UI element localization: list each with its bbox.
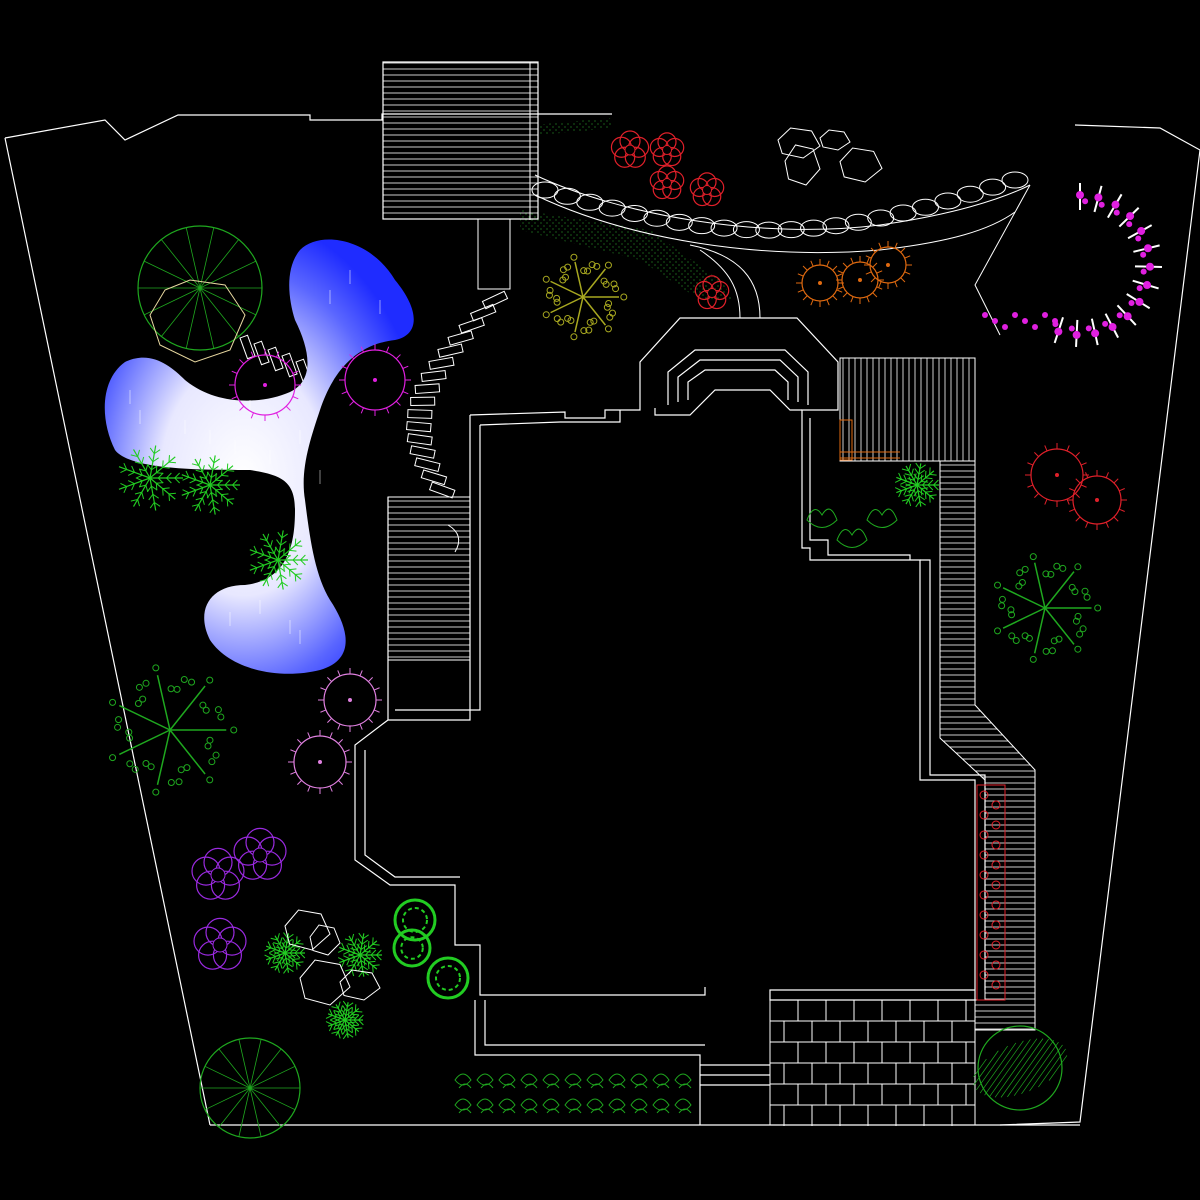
shrub-icon	[630, 1073, 648, 1089]
shrub-icon	[392, 928, 432, 968]
flower-icon	[233, 827, 287, 880]
shrub-icon	[630, 1098, 648, 1114]
shrub-icon	[426, 956, 470, 1000]
rock-icon	[339, 969, 381, 1001]
flower-icon	[193, 917, 247, 970]
flower-icon	[191, 847, 245, 900]
circular-pergola	[974, 183, 1163, 347]
garden-pond	[104, 239, 414, 674]
palm-icon	[181, 455, 240, 515]
palm-icon	[337, 932, 382, 978]
flower-icon	[649, 165, 685, 200]
shrub-icon	[586, 1073, 604, 1089]
shrub-icon	[1067, 470, 1127, 530]
flower-icon	[610, 130, 650, 168]
shrub-icon	[608, 1098, 626, 1114]
shrub-icon	[520, 1098, 538, 1114]
shrub-icon	[652, 1098, 670, 1114]
lawn-strip	[520, 118, 735, 300]
flower-icon	[649, 132, 685, 167]
shrub-icon	[520, 1073, 538, 1089]
shrub-icon	[564, 1073, 582, 1089]
shrub-icon	[542, 1073, 560, 1089]
shrub-icon	[454, 1073, 472, 1089]
shrub-icon	[318, 668, 382, 732]
pergola-icon	[149, 279, 246, 363]
planting	[109, 127, 1127, 1139]
rock-icon	[839, 147, 883, 183]
rock-icon	[819, 129, 851, 151]
shrub-icon	[796, 259, 844, 307]
shrub-icon	[476, 1098, 494, 1114]
pond-ripples	[129, 270, 381, 644]
shrub-icon	[393, 898, 437, 942]
north-deck	[382, 61, 612, 290]
stone-path	[531, 171, 1031, 319]
red-hedge	[979, 790, 1001, 990]
shrub-icon	[288, 730, 352, 794]
shrub-icon	[608, 1073, 626, 1089]
shrub-icon	[586, 1098, 604, 1114]
shrub-icon	[454, 1098, 472, 1114]
tree-icon	[199, 1037, 301, 1139]
shrub-icon	[674, 1098, 692, 1114]
palm-icon	[118, 445, 183, 511]
rock-icon	[284, 909, 331, 951]
shrub-icon	[836, 528, 868, 548]
tree-icon	[994, 553, 1102, 663]
rock-icon	[299, 959, 351, 1006]
brick-paving	[769, 999, 976, 1126]
palm-icon	[264, 932, 306, 974]
shrub-icon	[339, 344, 411, 416]
palm-icon	[325, 1000, 364, 1040]
shrub-icon	[864, 241, 912, 289]
rock-icon	[777, 127, 821, 159]
shrub-icon	[836, 256, 884, 304]
tree-icon	[109, 664, 238, 796]
shrub-icon	[652, 1073, 670, 1089]
shrub-icon	[866, 508, 898, 528]
flower-icon	[689, 172, 725, 207]
house-outline	[354, 317, 986, 1125]
tree-icon	[137, 225, 263, 351]
flower-icon	[694, 275, 730, 310]
west-deck	[387, 496, 471, 661]
red-hedge-bed	[976, 784, 1006, 1001]
shrub-icon	[806, 508, 838, 528]
palm-icon	[894, 462, 939, 508]
shrub-icon	[1025, 443, 1089, 507]
east-deck	[839, 357, 1036, 1031]
rock-icon	[784, 144, 821, 186]
shrub-icon	[564, 1098, 582, 1114]
shrub-icon	[498, 1098, 516, 1114]
tree-icon	[542, 253, 628, 341]
shrub-icon	[476, 1073, 494, 1089]
rock-icon	[309, 924, 341, 956]
palm-icon	[249, 530, 308, 590]
tree-icon	[973, 1025, 1068, 1111]
shrub-icon	[229, 349, 301, 421]
shrub-icon	[498, 1073, 516, 1089]
shrub-icon	[542, 1098, 560, 1114]
shrub-icon	[674, 1073, 692, 1089]
